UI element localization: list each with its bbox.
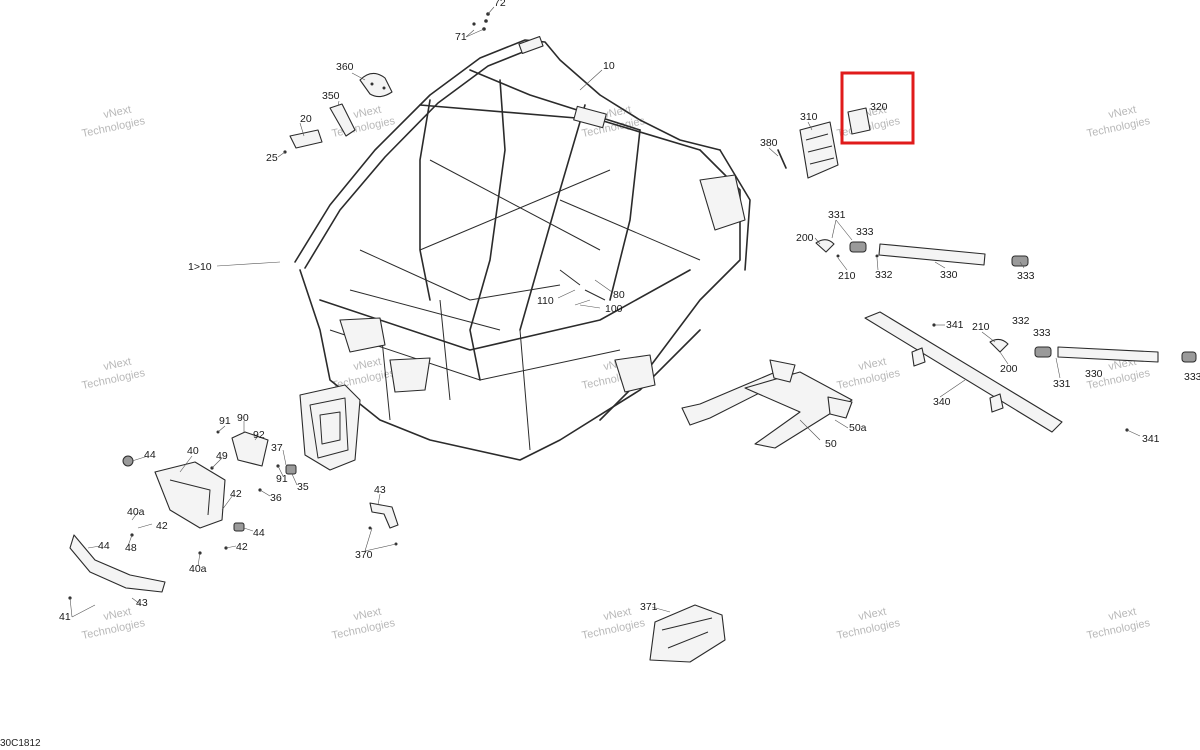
watermark: vNext [857,356,887,374]
skid-40-drawing [122,455,226,529]
callout-label: 1>10 [188,261,212,273]
guard-41-drawing [69,534,166,593]
callout-label: 71 [455,31,467,43]
callout-label: 360 [336,61,354,73]
callout-label: 36 [270,492,282,504]
callout-label: 350 [322,90,340,102]
callout-label: 333 [1017,270,1035,282]
watermark: vNext [602,104,632,122]
bracket-360-drawing [359,72,393,98]
callout-label: 330 [1085,368,1103,380]
callout-label: 42 [230,488,242,500]
tube-330-lower-drawing [989,338,1197,432]
callout-label: 40a [189,563,207,575]
callout-label: 331 [828,209,846,221]
callout-label: 333 [1184,371,1200,383]
callout-label-highlighted[interactable]: 320 [870,101,888,113]
watermark: vNext [102,356,132,374]
diagram-code: 30C1812 [0,738,41,749]
callout-label: 37 [271,442,283,454]
bracket-70-drawing [649,604,726,663]
fasteners-71-72 [472,12,490,31]
callout-label: 341 [1142,433,1160,445]
callout-label: 91 [219,415,231,427]
callout-label: 371 [640,601,658,613]
callout-label: 333 [1033,327,1051,339]
callout-label: 332 [1012,315,1030,327]
watermark: vNext [352,356,382,374]
callout-label: 380 [760,137,778,149]
tube-330-upper-drawing [815,239,1029,267]
callout-label: 50 [825,438,837,450]
callout-label: 48 [125,542,137,554]
callout-label: 330 [940,269,958,281]
callout-label: 91 [276,473,288,485]
callout-label: 44 [98,540,110,552]
callout-label: 43 [136,597,148,609]
callout-label: 43 [374,484,386,496]
callout-labels: 72 71 10 360 350 20 25 1>10 310 320 380 … [59,0,1200,623]
callout-label: 49 [216,450,228,462]
callout-label: 44 [253,527,265,539]
callout-label: 41 [59,611,71,623]
callout-label: 80 [613,289,625,301]
watermark: vNext [1107,606,1137,624]
highlight-box [840,71,915,145]
callout-label: 200 [1000,363,1018,375]
watermark: vNext [102,606,132,624]
callout-label: 90 [237,412,249,424]
callout-label: 40a [127,506,145,518]
callout-label: 40 [187,445,199,457]
callout-label: 100 [605,303,623,315]
support-50-drawing [681,359,853,449]
callout-label: 210 [972,321,990,333]
callout-label: 10 [603,60,615,72]
main-frame-drawing [294,35,751,471]
callout-label: 210 [838,270,856,282]
callout-label: 44 [144,449,156,461]
plate-310-drawing [799,121,839,179]
watermark: vNext [857,606,887,624]
bracket-370-drawing [368,502,399,546]
callout-label: 92 [253,429,265,441]
watermark: vNext [352,606,382,624]
bracket-320-drawing [847,107,871,135]
callout-label: 110 [537,295,554,307]
callout-label: 50a [849,422,867,434]
callout-label: 333 [856,226,874,238]
callout-label: 340 [933,396,951,408]
callout-label: 332 [875,269,893,281]
watermark: vNext [352,104,382,122]
pin-380-drawing [777,149,787,169]
callout-label: 25 [266,152,278,164]
bracket-90-drawing [231,431,269,467]
leader-lines [69,6,1141,618]
crossbar-340-drawing [864,311,1063,433]
watermark: vNext [602,606,632,624]
callout-label: 35 [297,481,309,493]
callout-label: 20 [300,113,312,125]
callout-label: 370 [355,549,373,561]
callout-label: 331 [1053,378,1071,390]
callout-label: 42 [156,520,168,532]
callout-label: 341 [946,319,964,331]
callout-label: 310 [800,111,818,123]
bracket-20-drawing [283,129,323,154]
callout-label: 42 [236,541,248,553]
watermark: vNext [102,104,132,122]
callout-label: 72 [494,0,506,9]
callout-label: 200 [796,232,814,244]
watermark: vNext [1107,104,1137,122]
